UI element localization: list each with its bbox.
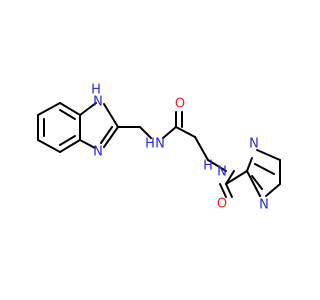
structure-diagram: H N N H N O H N O N N xyxy=(37,83,281,213)
imidazole-nh-hydrogen: H xyxy=(91,83,101,98)
amide-left-hydrogen: H xyxy=(145,137,155,152)
imidazole-nitrogen: N xyxy=(93,145,103,160)
amide-left-nitrogen: N xyxy=(155,137,165,152)
molecule-canvas: H N N H N O H N O N N xyxy=(37,82,281,213)
pyrazine-top-nitrogen: N xyxy=(249,137,259,152)
benzene-ring xyxy=(37,102,81,153)
pyrazine-bottom-nitrogen: N xyxy=(259,198,269,213)
amide-right-nitrogen: N xyxy=(217,165,227,180)
linker-chain xyxy=(117,111,227,172)
imidazole-ring xyxy=(79,102,119,149)
pyrazine-ring xyxy=(246,149,281,197)
amide-left-oxygen: O xyxy=(175,97,185,112)
pyrazine-amide xyxy=(219,170,248,198)
amide-right-oxygen: O xyxy=(217,197,227,212)
amide-right-hydrogen: H xyxy=(203,159,213,174)
imidazole-nh-nitrogen: N xyxy=(93,95,103,110)
